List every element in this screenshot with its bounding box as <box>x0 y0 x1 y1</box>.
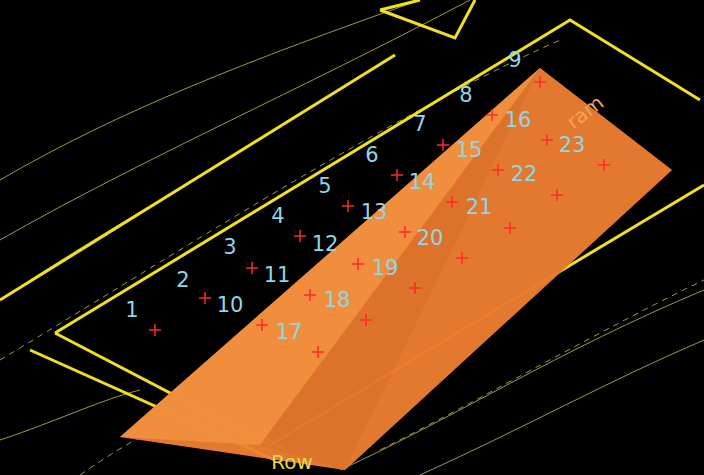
point-number: 9 <box>508 50 521 71</box>
point-number: 5 <box>318 176 331 197</box>
point-number: 18 <box>324 290 351 311</box>
point-number: 2 <box>176 270 189 291</box>
point-number: 21 <box>466 197 493 218</box>
survey-cross <box>352 258 364 270</box>
survey-cross <box>149 324 161 336</box>
survey-cross <box>598 159 610 171</box>
survey-cross <box>446 196 458 208</box>
point-number: 7 <box>413 114 426 135</box>
point-number: 10 <box>217 295 244 316</box>
survey-cross <box>551 189 563 201</box>
point-number: 13 <box>361 202 388 223</box>
point-number: 14 <box>409 172 436 193</box>
survey-cross <box>541 134 553 146</box>
point-number: 23 <box>559 135 586 156</box>
survey-cross <box>360 314 372 326</box>
survey-points <box>149 76 610 358</box>
row-label: Row <box>271 452 313 472</box>
survey-cross <box>504 222 516 234</box>
survey-cross <box>199 292 211 304</box>
point-number: 20 <box>417 228 444 249</box>
survey-cross <box>534 76 546 88</box>
point-number: 6 <box>365 145 378 166</box>
point-number: 3 <box>223 237 236 258</box>
survey-cross <box>246 262 258 274</box>
survey-cross <box>312 346 324 358</box>
dashed-lines <box>0 40 704 475</box>
survey-cross <box>409 282 421 294</box>
point-number: 16 <box>505 110 532 131</box>
survey-cross <box>399 226 411 238</box>
survey-cross <box>294 230 306 242</box>
point-number: 11 <box>264 265 291 286</box>
point-number: 4 <box>271 206 284 227</box>
point-number: 19 <box>372 258 399 279</box>
survey-cross <box>437 139 449 151</box>
point-number: 1 <box>125 300 138 321</box>
ramp-surface <box>120 68 672 470</box>
survey-cross <box>492 164 504 176</box>
point-number: 12 <box>312 234 339 255</box>
survey-cross <box>342 200 354 212</box>
point-number: 8 <box>459 85 472 106</box>
survey-cross <box>486 109 498 121</box>
survey-cross <box>304 289 316 301</box>
point-number: 15 <box>456 140 483 161</box>
survey-cross <box>256 319 268 331</box>
point-number: 17 <box>276 322 303 343</box>
point-number: 22 <box>511 164 538 185</box>
survey-cross <box>391 169 403 181</box>
survey-cross <box>456 252 468 264</box>
